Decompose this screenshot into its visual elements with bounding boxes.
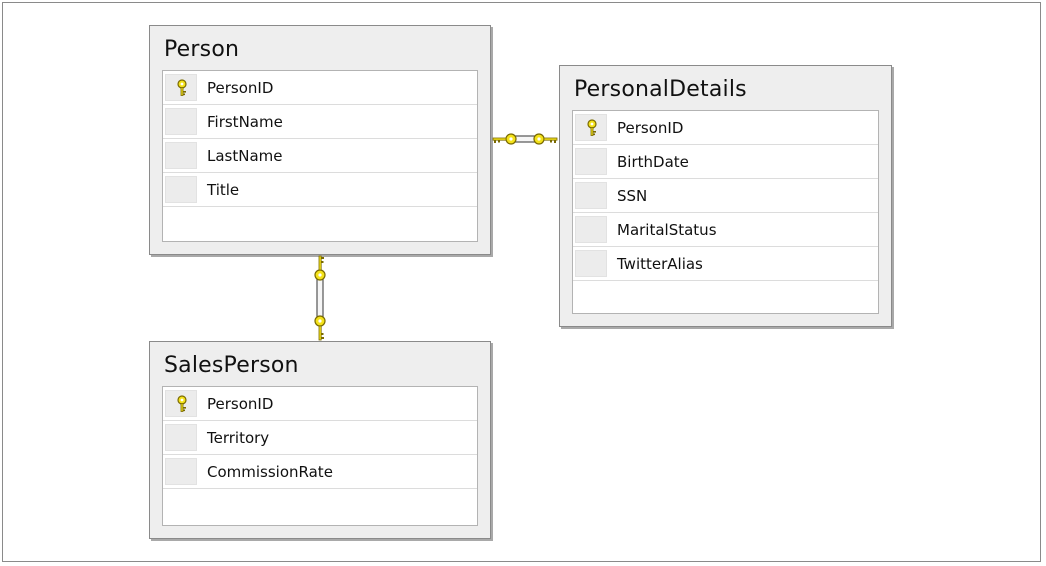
column-name: LastName	[207, 147, 283, 165]
table-person[interactable]: Person PersonID FirstName LastName	[149, 25, 491, 255]
column-row[interactable]: TwitterAlias	[573, 247, 878, 281]
relationship-person-personal-details[interactable]	[489, 127, 561, 151]
table-title: Person	[164, 37, 240, 62]
column-row[interactable]: SSN	[573, 179, 878, 213]
row-selector[interactable]	[165, 458, 197, 485]
column-row[interactable]: MaritalStatus	[573, 213, 878, 247]
primary-key-icon	[177, 79, 187, 96]
column-name: BirthDate	[617, 153, 689, 171]
key-icon	[314, 255, 326, 281]
row-selector[interactable]	[575, 182, 607, 209]
row-selector[interactable]	[575, 216, 607, 243]
row-selector[interactable]	[165, 176, 197, 203]
column-grid: PersonID Territory CommissionRate	[162, 386, 478, 526]
column-row[interactable]: PersonID	[163, 71, 477, 105]
table-title: SalesPerson	[164, 353, 299, 378]
key-icon	[533, 133, 558, 145]
row-selector[interactable]	[575, 148, 607, 175]
table-sales-person[interactable]: SalesPerson PersonID Territory Commi	[149, 341, 491, 539]
row-selector[interactable]	[165, 142, 197, 169]
column-name: MaritalStatus	[617, 221, 717, 239]
column-name: Title	[207, 181, 240, 199]
column-row[interactable]: FirstName	[163, 105, 477, 139]
table-personal-details[interactable]: PersonalDetails PersonID BirthDate S	[559, 65, 892, 327]
column-name: PersonID	[207, 79, 274, 97]
primary-key-icon	[177, 395, 187, 412]
row-selector[interactable]	[165, 74, 197, 101]
column-row[interactable]: PersonID	[573, 111, 878, 145]
primary-key-icon	[587, 119, 597, 136]
column-name: PersonID	[207, 395, 274, 413]
column-row[interactable]: BirthDate	[573, 145, 878, 179]
column-name: TwitterAlias	[617, 255, 703, 273]
column-name: Territory	[207, 429, 270, 447]
column-row[interactable]: CommissionRate	[163, 455, 477, 489]
row-selector[interactable]	[165, 108, 197, 135]
column-row[interactable]: PersonID	[163, 387, 477, 421]
relationship-person-sales-person[interactable]	[308, 253, 332, 343]
column-row[interactable]: Title	[163, 173, 477, 207]
column-row[interactable]: LastName	[163, 139, 477, 173]
column-name: CommissionRate	[207, 463, 333, 481]
column-grid: PersonID BirthDate SSN MaritalStatus Twi…	[572, 110, 879, 314]
table-title: PersonalDetails	[574, 77, 747, 102]
column-row[interactable]: Territory	[163, 421, 477, 455]
row-selector[interactable]	[165, 424, 197, 451]
row-selector[interactable]	[575, 250, 607, 277]
column-name: PersonID	[617, 119, 684, 137]
column-name: FirstName	[207, 113, 283, 131]
key-icon	[314, 315, 326, 341]
column-grid: PersonID FirstName LastName Title	[162, 70, 478, 242]
column-name: SSN	[617, 187, 648, 205]
key-icon	[492, 133, 517, 145]
